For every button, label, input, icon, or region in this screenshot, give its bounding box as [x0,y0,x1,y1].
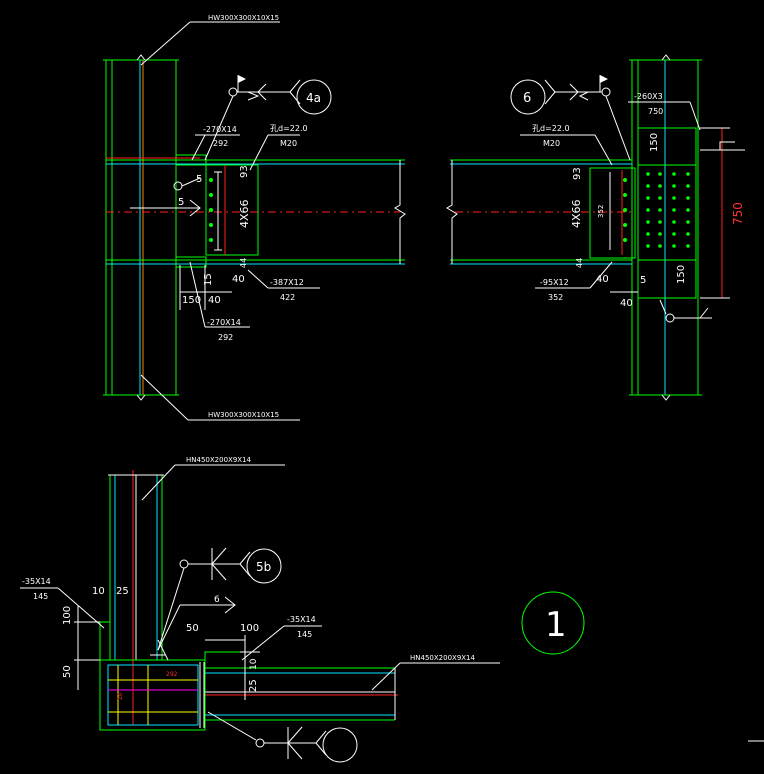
column-right [629,54,702,401]
label-plate-95-len: 352 [548,293,563,302]
label-bolt-hole-right: 孔d=22.0 [532,124,570,133]
dim-5-left: 5 [196,174,202,185]
detail-label-6: 6 [523,91,531,106]
dim-750-line: 750 [700,127,745,299]
dim-25-c: 25 [248,679,259,692]
weld-flag-6: 6 [157,595,236,651]
dim-6: 6 [214,595,220,605]
leader-beam-right: HN450X200X9X14 [371,654,500,691]
dim-50-c: 50 [186,623,199,634]
detail-label-5b-top: 5b [256,560,271,574]
dim-50-l: 50 [62,665,73,678]
detail-label-4a: 4a [306,91,321,105]
leader-plate-270-top: -270X14 292 [191,125,240,161]
label-plate-387: -387X12 [270,278,304,287]
dim-100-l: 100 [62,606,73,625]
dim-93-left: 93 [239,165,250,178]
horizontal-member [205,667,398,721]
dim-4x66-right: 4X66 [570,199,583,228]
label-plate-387-len: 422 [280,293,295,302]
leader-plate-387: -387X12 422 [247,269,320,302]
dim-150-rb: 150 [676,265,687,284]
weld-flag-right-top [700,141,745,151]
label-plate-270-top-len: 292 [213,139,228,148]
leader-plate-260: -260X3 750 [628,92,701,131]
leader-plate-95: -95X12 352 [535,261,613,302]
dim-5-right: 5 [640,275,646,286]
dim-352: 352 [597,205,605,218]
label-bolt-left: M20 [280,139,297,148]
end-plate-right: 150 150 5 [637,127,697,299]
dim-292-s: 292 [166,671,178,678]
leader-column-top: HW300X300X10X15 [140,14,280,66]
leader-bolt-left: 孔d=22.0 M20 [249,124,308,171]
weld-symbol-6: 6 [510,75,631,161]
dim-40-r2: 40 [620,298,633,309]
section-marker-1: 1 [521,591,585,655]
shear-plate-right: 352 [589,167,636,259]
dim-44-right: 44 [575,258,584,268]
leader-plate-35-left: -35X14 145 [20,577,105,629]
beam-left [106,154,406,268]
label-plate-35-left-len: 145 [33,592,48,601]
label-column-bottom: HW300X300X10X15 [208,411,279,419]
label-bolt-hole-left: 孔d=22.0 [270,124,308,133]
shear-plate-left [205,164,259,256]
label-plate-270-bot: -270X14 [207,318,241,327]
leader-plate-35-right: -35X14 145 [241,615,322,661]
knee-box: 20 292 [99,639,206,731]
beam-right [446,159,632,265]
label-plate-270-top: -270X14 [203,125,237,134]
label-plate-35-left: -35X14 [22,577,51,586]
plate-35-right-rect [204,651,246,669]
dim-150-left: 150 [182,295,201,306]
corner-joint: 20 292 HN450X200X9X14 HN450X200X9X14 -35… [20,456,500,763]
leader-bolt-right: 孔d=22.0 M20 [520,124,613,166]
joint-top-left: 4a HW300X300X10X15 HW300X300X10X15 -270X… [103,14,406,421]
dim-4x66-left: 4X66 [238,199,251,228]
weld-flag-right-bottom [659,299,712,323]
dim-40-r1: 40 [596,274,609,285]
dim-10-l: 10 [92,586,105,597]
dim-750: 750 [731,202,745,225]
label-plate-95: -95X12 [540,278,569,287]
label-bolt-right: M20 [543,139,560,148]
leader-plate-270-bot: -270X14 292 [189,261,250,342]
dim-40-b: 40 [208,295,221,306]
label-plate-35-right: -35X14 [287,615,316,624]
weld-symbol-5b-top: 5b [157,547,282,651]
dim-93-right: 93 [572,167,583,180]
flag-5-left: 5 [130,177,201,217]
label-plate-35-right-len: 145 [297,630,312,639]
label-plate-260: -260X3 [634,92,663,101]
label-column-top: HW300X300X10X15 [208,14,279,22]
vertical-member [108,470,164,725]
plate-35-left-rect [99,621,111,661]
label-plate-270-bot-len: 292 [218,333,233,342]
label-beam-top: HN450X200X9X14 [186,456,252,464]
dim-25-l: 25 [116,586,129,597]
section-label-1: 1 [545,605,567,645]
dim-15: 15 [203,273,214,286]
dim-100-c: 100 [240,623,259,634]
column-left [103,54,179,401]
dim-20: 20 [117,692,124,700]
joint-top-right: 150 150 5 352 750 [446,54,745,401]
weld-symbol-5b-bottom [207,711,358,763]
label-plate-260-len: 750 [648,107,663,116]
label-beam-right: HN450X200X9X14 [410,654,476,662]
dim-40-a: 40 [232,274,245,285]
weld-symbol-4a: 4a [204,75,332,161]
leader-column-bottom: HW300X300X10X15 [140,374,300,421]
dim-5b-left: 5 [178,197,184,208]
dim-150-rt: 150 [649,133,660,152]
dim-44: 44 [239,258,248,268]
dim-10-c: 10 [249,658,259,670]
leader-beam-top: HN450X200X9X14 [141,456,285,501]
